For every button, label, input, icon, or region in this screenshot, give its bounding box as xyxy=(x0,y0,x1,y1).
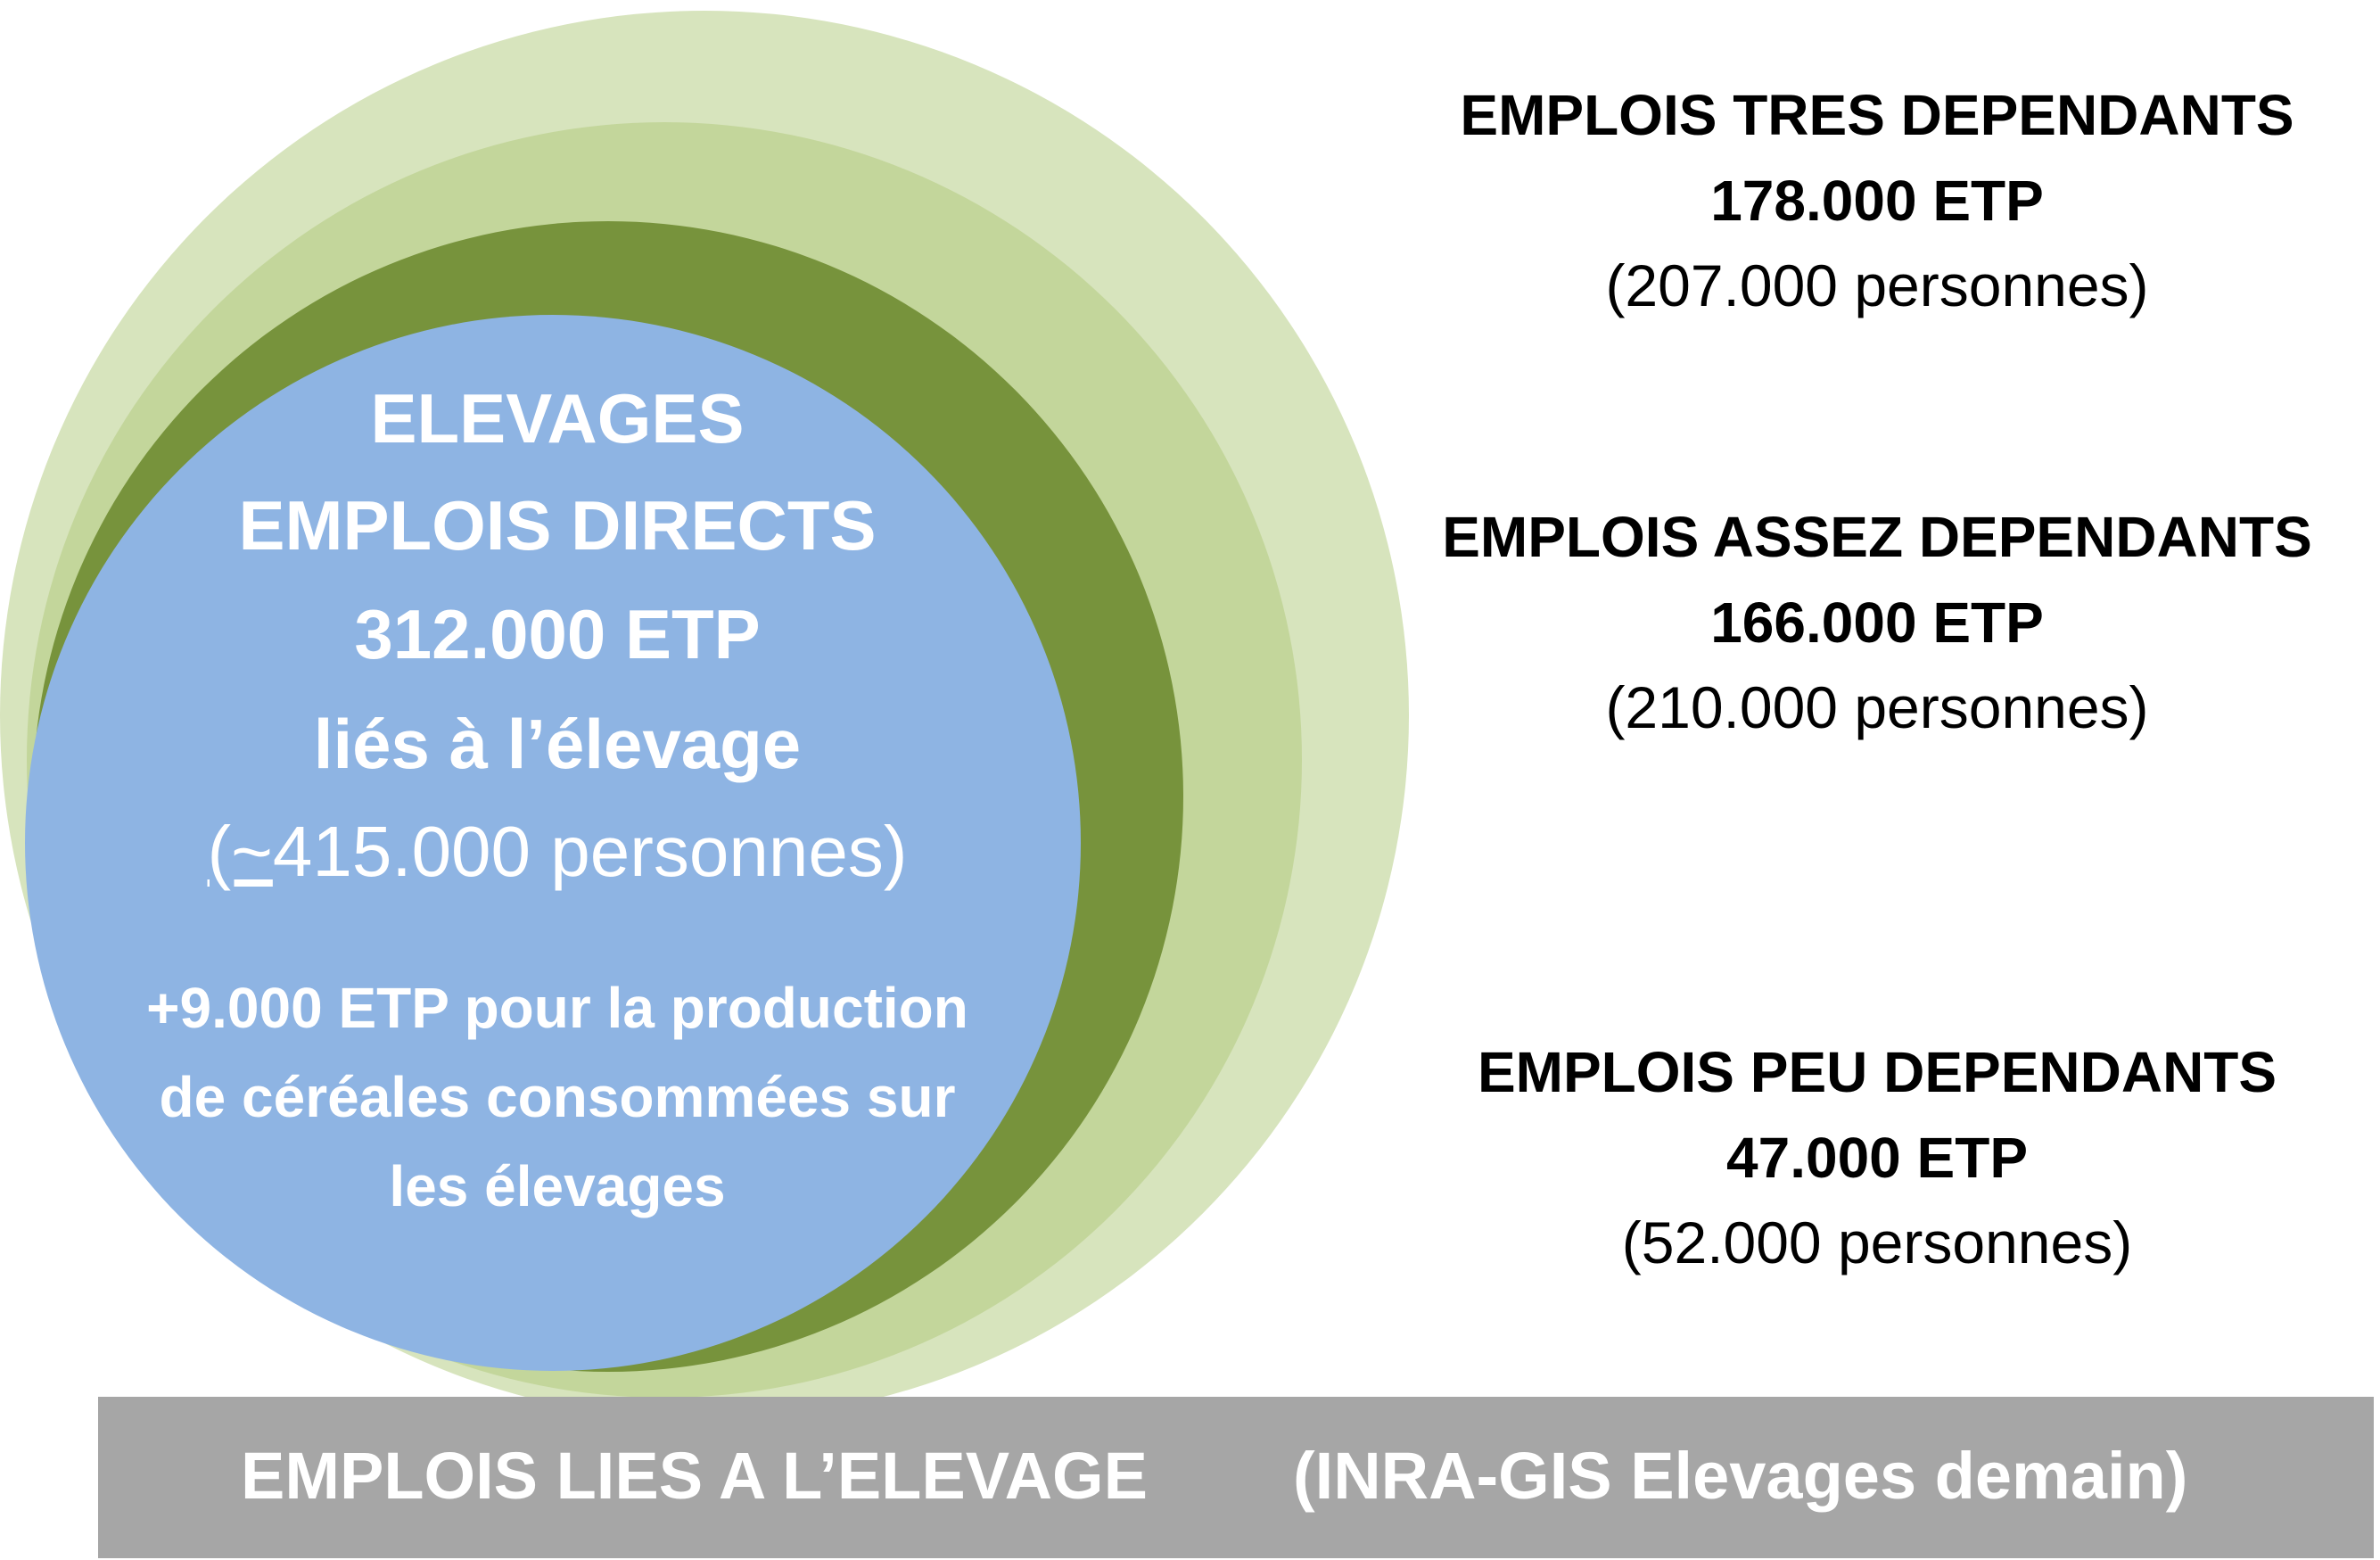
group-title: EMPLOIS TRES DEPENDANTS xyxy=(1460,83,2294,147)
center-personnes-value: 415.000 personnes) xyxy=(272,812,908,891)
group-tres-dependants: EMPLOIS TRES DEPENDANTS 178.000 ETP (207… xyxy=(1391,87,2363,315)
group-etp: 47.000 ETP xyxy=(1726,1126,2028,1190)
group-personnes: (207.000 personnes) xyxy=(1605,252,2149,318)
group-title: EMPLOIS PEU DEPENDANTS xyxy=(1477,1040,2277,1104)
group-etp: 166.000 ETP xyxy=(1710,590,2044,655)
center-lies-elevage: liés à l’élevage xyxy=(313,705,802,783)
group-peu-dependants: EMPLOIS PEU DEPENDANTS 47.000 ETP (52.00… xyxy=(1391,1044,2363,1272)
group-etp: 178.000 ETP xyxy=(1710,169,2044,233)
footer-source: (INRA-GIS Elevages demain) xyxy=(1293,1439,2188,1513)
center-note-line-1: +9.000 ETP pour la production xyxy=(146,976,968,1040)
group-title: EMPLOIS ASSEZ DEPENDANTS xyxy=(1442,505,2312,569)
core-circle xyxy=(25,315,1081,1371)
center-personnes-tilde: (~ xyxy=(207,812,273,891)
group-personnes: (210.000 personnes) xyxy=(1605,674,2149,740)
footer-title: EMPLOIS LIES A L’ELEVAGE xyxy=(241,1439,1148,1513)
footer-bar: EMPLOIS LIES A L’ELEVAGE (INRA-GIS Eleva… xyxy=(98,1397,2374,1558)
group-personnes: (52.000 personnes) xyxy=(1621,1209,2133,1275)
group-assez-dependants: EMPLOIS ASSEZ DEPENDANTS 166.000 ETP (21… xyxy=(1391,508,2363,737)
center-title-emplois-directs: EMPLOIS DIRECTS xyxy=(238,486,877,565)
center-etp-value: 312.000 ETP xyxy=(354,595,761,673)
center-title-elevages: ELEVAGES xyxy=(370,379,745,458)
center-note-line-2: de céréales consommées sur xyxy=(159,1065,956,1129)
center-personnes: (~415.000 personnes) xyxy=(36,816,1079,887)
center-note-line-3: les élevages xyxy=(389,1154,726,1218)
